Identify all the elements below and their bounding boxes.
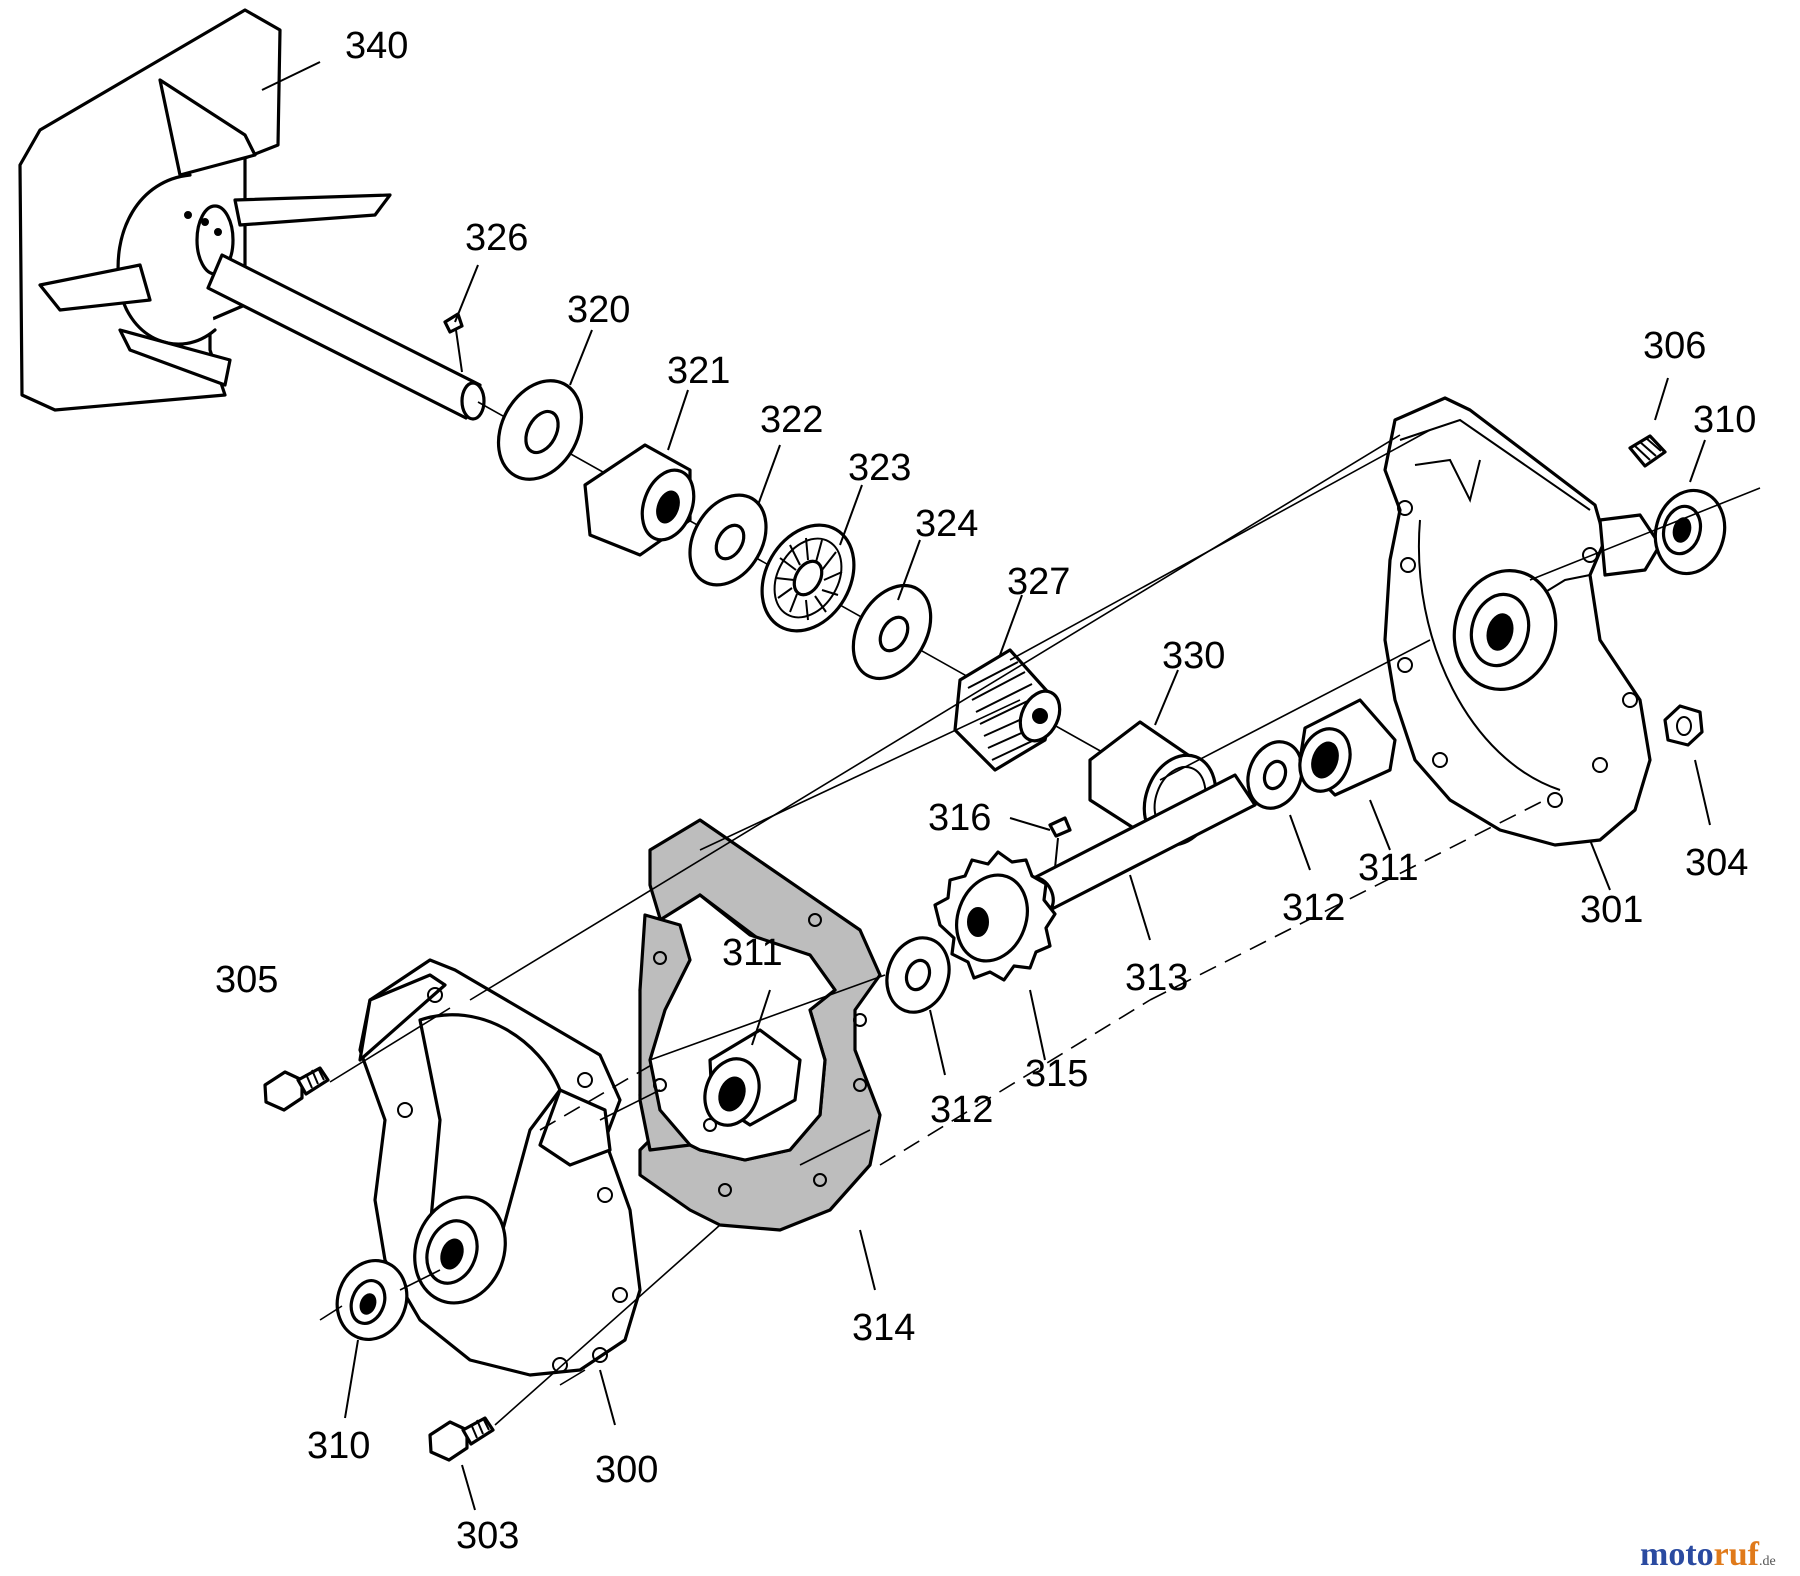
callout-315: 315 <box>1025 1053 1088 1095</box>
part-300-gearbox-left <box>358 958 642 1377</box>
callout-322: 322 <box>760 399 823 441</box>
watermark-suffix: .de <box>1759 1554 1776 1569</box>
callout-301: 301 <box>1580 889 1643 931</box>
callout-320: 320 <box>567 289 630 331</box>
svg-text:motoruf.de: motoruf.de <box>1640 1536 1776 1573</box>
part-305-bolt <box>263 1066 330 1112</box>
right-axis-line <box>1159 639 1431 781</box>
part-314-gasket <box>638 818 882 1232</box>
callout-314: 314 <box>852 1307 915 1349</box>
callout-310-bottom: 310 <box>307 1425 370 1467</box>
watermark-brand-a: moto <box>1640 1536 1714 1573</box>
callout-300: 300 <box>595 1449 658 1491</box>
assembly-lines <box>319 429 1546 1426</box>
callout-321: 321 <box>667 350 730 392</box>
part-340-auger-plate <box>18 8 486 421</box>
callout-304: 304 <box>1685 842 1748 884</box>
part-312-right-washer <box>1246 740 1304 810</box>
part-311-left-bushing <box>703 1028 802 1127</box>
callout-312-left: 312 <box>930 1089 993 1131</box>
callout-324: 324 <box>915 503 978 545</box>
part-322-washer <box>688 493 768 587</box>
callout-306: 306 <box>1643 325 1706 367</box>
part-301-gearbox-right <box>1383 396 1662 847</box>
callout-323: 323 <box>848 447 911 489</box>
callout-313: 313 <box>1125 957 1188 999</box>
callout-312-right: 312 <box>1282 887 1345 929</box>
part-324-washer <box>851 583 933 681</box>
callout-326: 326 <box>465 217 528 259</box>
part-304-nut <box>1663 704 1704 747</box>
part-310-top-bearing <box>1653 488 1727 576</box>
part-316-key <box>1048 816 1072 869</box>
part-312-left-washer <box>885 936 951 1014</box>
part-320-washer <box>496 379 584 481</box>
callout-305: 305 <box>215 959 278 1001</box>
callout-340: 340 <box>345 25 408 67</box>
part-310-bottom-bearing <box>335 1259 409 1341</box>
part-321-bearing-housing <box>583 443 696 557</box>
leader-lines <box>261 61 1711 1511</box>
callout-316: 316 <box>928 797 991 839</box>
callout-327: 327 <box>1007 561 1070 603</box>
callout-labels: 340 326 320 321 322 323 324 327 330 306 … <box>215 25 1756 1557</box>
part-303-bolt <box>428 1416 495 1462</box>
part-323-thrust-bearing <box>760 523 856 633</box>
part-326-shear-pin <box>443 312 464 373</box>
part-327-worm-gear <box>953 648 1062 772</box>
watermark-logo: motoruf.de <box>1640 1536 1776 1573</box>
callout-303: 303 <box>456 1515 519 1557</box>
watermark-brand-b: ruf <box>1714 1536 1760 1573</box>
part-315-spur-gear <box>933 850 1057 982</box>
callout-310-top: 310 <box>1693 399 1756 441</box>
part-306-set-screw <box>1628 434 1667 468</box>
callout-311-right: 311 <box>1358 847 1419 889</box>
far-right-axis-line <box>1529 487 1761 581</box>
callout-311-left: 311 <box>722 932 783 974</box>
callout-330: 330 <box>1162 635 1225 677</box>
part-311-right-bushing <box>1298 698 1397 797</box>
